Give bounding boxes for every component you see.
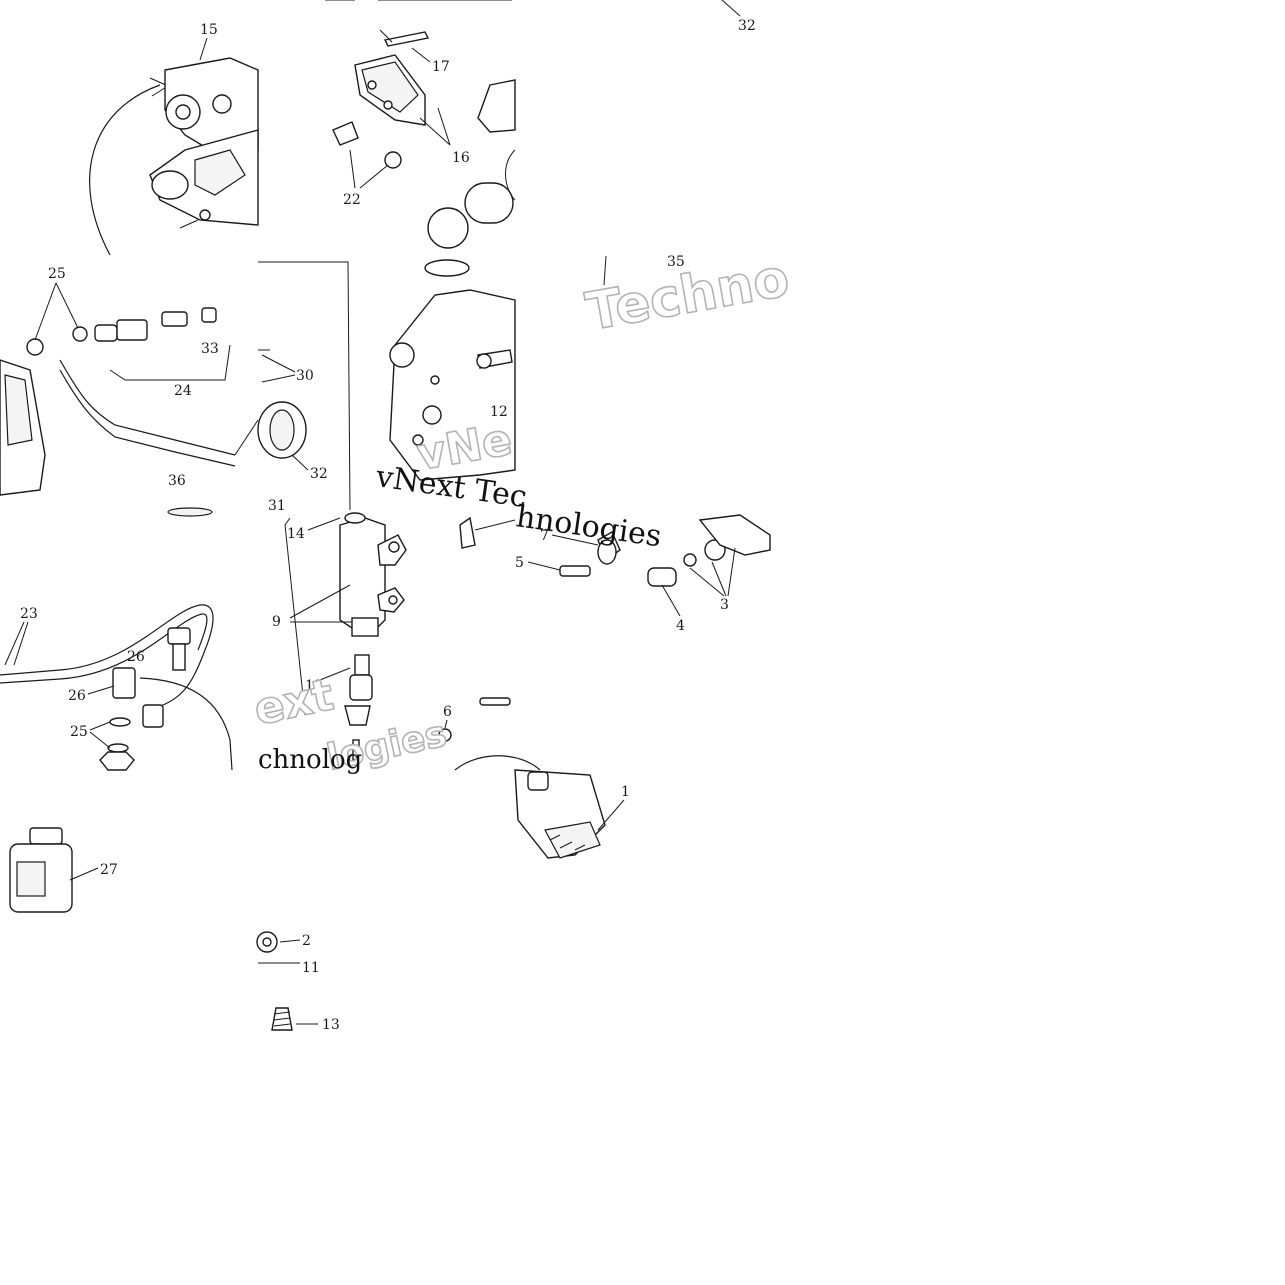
callout-1: 1 — [621, 784, 630, 800]
watermark-outline-techno: Techno — [582, 248, 794, 343]
callout-17: 17 — [432, 59, 450, 75]
callout-13: 13 — [322, 1017, 340, 1033]
callout-11: 11 — [302, 960, 320, 976]
callout-26-right: 26 — [127, 649, 145, 665]
callout-26-left: 26 — [68, 688, 86, 704]
brake-fluid-bottle — [9, 827, 73, 913]
callout-9: 9 — [272, 614, 281, 630]
caliper-assembly — [89, 57, 259, 256]
callout-4: 4 — [676, 618, 685, 634]
callout-22: 22 — [343, 192, 361, 208]
brake-pedal-group — [454, 514, 771, 859]
master-cylinder — [339, 512, 516, 761]
callout-2: 2 — [302, 933, 311, 949]
callout-33: 33 — [201, 341, 219, 357]
callout-3: 3 — [720, 597, 729, 613]
mounting-plate — [389, 289, 516, 481]
callout-23: 23 — [20, 606, 38, 622]
watermark-hnologies: hnologies — [514, 499, 664, 554]
callout-12: 12 — [490, 404, 508, 420]
callout-36: 36 — [168, 473, 186, 489]
callout-24: 24 — [174, 383, 192, 399]
callout-14: 14 — [287, 526, 305, 542]
callout-32-top: 32 — [738, 18, 756, 34]
master-hose-group — [0, 604, 233, 771]
callout-30: 30 — [296, 368, 314, 384]
callout-15: 15 — [200, 22, 218, 38]
small-parts — [256, 931, 300, 1031]
watermark-outline-ext: ext — [250, 669, 338, 735]
callout-25-top: 25 — [48, 266, 66, 282]
bracket-seal-group — [234, 261, 351, 511]
callout-32-mid: 32 — [310, 466, 328, 482]
hose-fittings-group — [0, 307, 236, 517]
callout-6: 6 — [443, 704, 452, 720]
callout-5: 5 — [515, 555, 524, 571]
callout-25-bottom: 25 — [70, 724, 88, 740]
callout-16: 16 — [452, 150, 470, 166]
callout-27: 27 — [100, 862, 118, 878]
callout-31: 31 — [268, 498, 286, 514]
brake-pads-group — [332, 29, 516, 277]
watermark-chnolog: chnolog — [258, 745, 362, 775]
callout-35: 35 — [667, 254, 685, 270]
callout-18: 18 — [305, 678, 323, 694]
callout-7: 7 — [540, 528, 549, 544]
